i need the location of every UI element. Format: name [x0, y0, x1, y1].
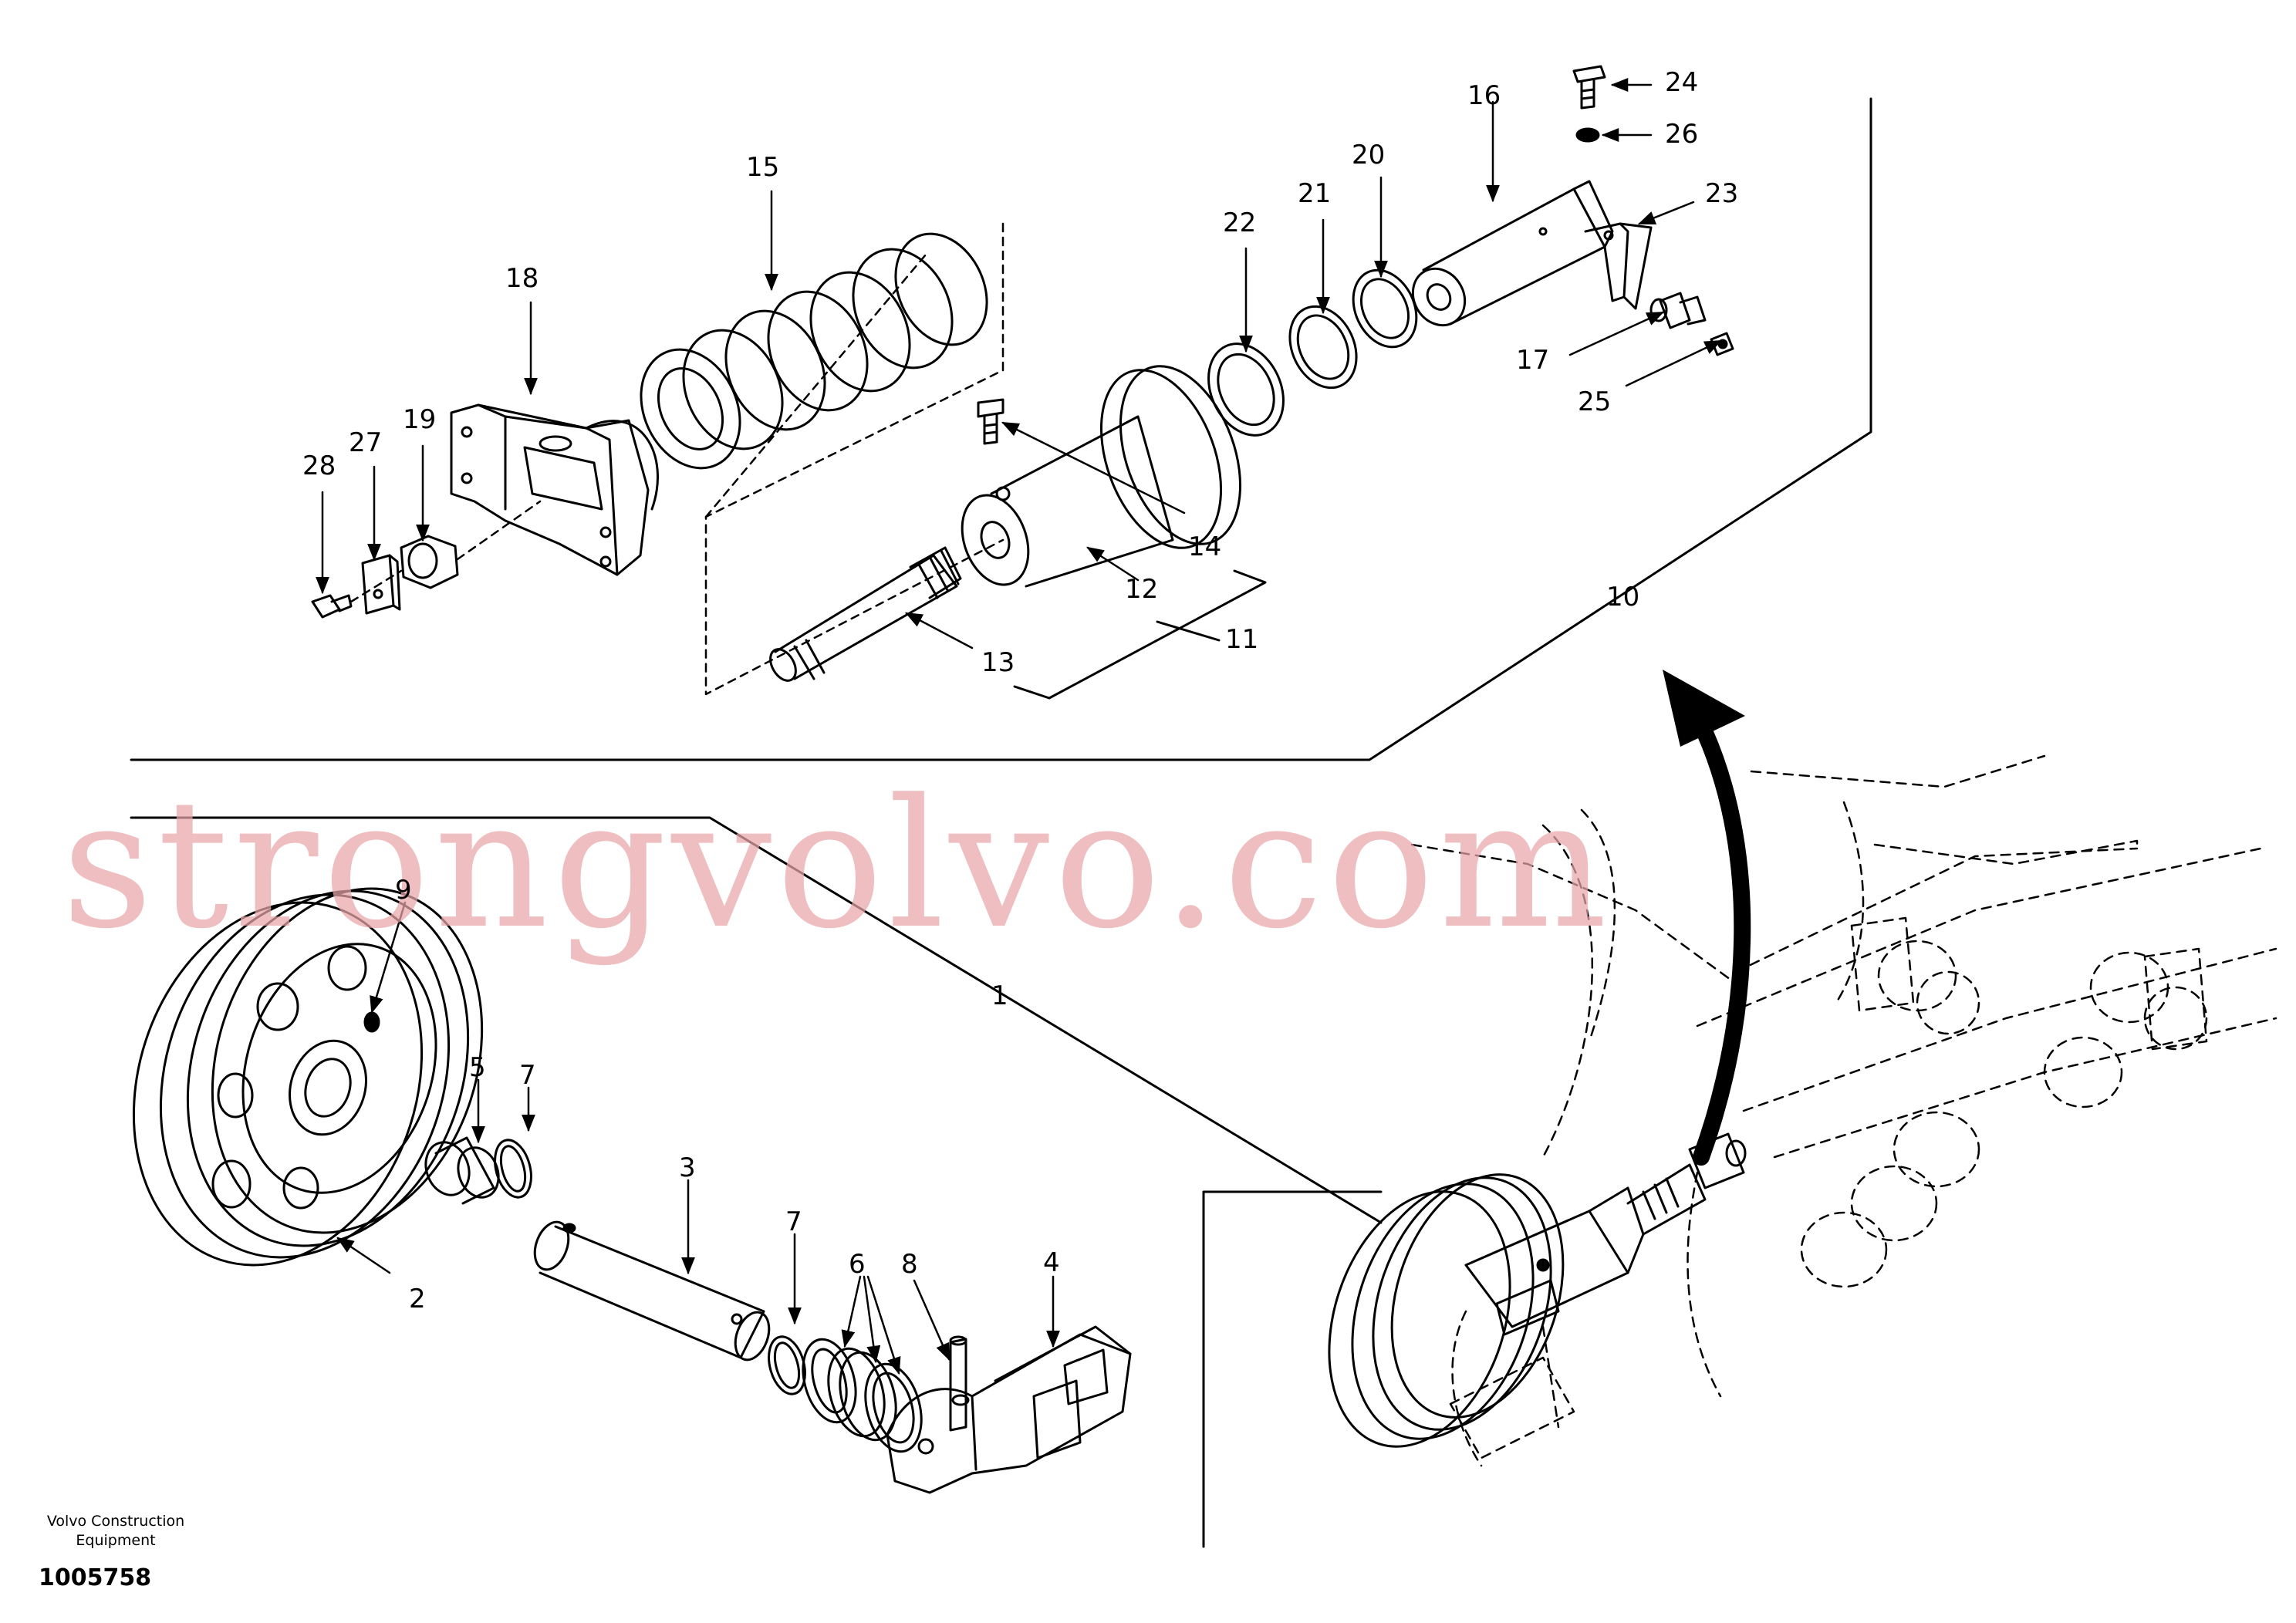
part-4-bearing-housing	[886, 1325, 1132, 1494]
part-17-grease-fitting	[1649, 292, 1707, 329]
part-26-washer	[1575, 127, 1600, 143]
part-8-pin	[949, 1335, 967, 1432]
callout-16: 16	[1467, 80, 1501, 111]
part-2-idler-wheel	[132, 887, 484, 1267]
assembled-idler-view	[1328, 1132, 1747, 1448]
part-16-grease-cylinder	[1411, 180, 1614, 327]
part-21-ring	[1288, 305, 1358, 390]
callout-labels: 1 2 3 4 5 6 7 7 8 9 10 11 12 13 14 15 16…	[302, 67, 1738, 1314]
callout-26: 26	[1665, 119, 1698, 150]
callout-1: 1	[991, 980, 1008, 1011]
track-frame-dashed	[1410, 754, 2277, 1467]
callout-12: 12	[1125, 574, 1158, 605]
part-15-recoil-spring	[640, 232, 988, 470]
callout-3: 3	[679, 1152, 696, 1183]
org-name: Volvo Construction Equipment	[39, 1512, 193, 1550]
callout-20: 20	[1352, 140, 1385, 170]
callout-14: 14	[1188, 531, 1221, 562]
callout-23: 23	[1705, 178, 1738, 209]
org-line-1: Volvo Construction	[46, 1513, 185, 1530]
group-bracket-11	[1013, 569, 1267, 700]
assembly-boundary-lines	[130, 97, 1872, 1548]
part-6-seal-set	[802, 1338, 923, 1453]
part-22-ring	[1207, 342, 1285, 437]
part-28-bolt	[311, 594, 353, 619]
part-14-bolt	[977, 398, 1004, 445]
callout-25: 25	[1578, 386, 1611, 417]
callout-2: 2	[409, 1284, 426, 1314]
callout-9: 9	[395, 875, 412, 906]
part-20-ring	[1352, 268, 1418, 349]
part-13-rod	[769, 546, 962, 682]
part-27-lock-plate	[361, 554, 401, 615]
callout-7-right: 7	[785, 1206, 802, 1237]
org-line-2: Equipment	[76, 1532, 156, 1549]
callout-5: 5	[469, 1052, 486, 1083]
callout-7-left: 7	[519, 1060, 536, 1091]
part-7-o-ring-left	[494, 1139, 532, 1199]
part-18-yoke	[450, 403, 659, 576]
callout-19: 19	[403, 404, 436, 435]
part-23-bracket	[1584, 222, 1653, 310]
callout-17: 17	[1516, 345, 1549, 376]
callout-4: 4	[1043, 1247, 1060, 1278]
footer-block: Volvo Construction Equipment 1005758	[39, 1512, 193, 1591]
part-24-bolt	[1572, 65, 1606, 110]
callout-24: 24	[1665, 67, 1698, 98]
callout-18: 18	[505, 263, 539, 294]
detail-pointer-arrow	[1663, 670, 1751, 1166]
part-12-cylinder	[961, 365, 1242, 588]
callout-28: 28	[302, 450, 336, 481]
callout-27: 27	[349, 427, 382, 458]
part-19-nut	[400, 535, 459, 589]
leader-lines	[316, 78, 1723, 1375]
callout-10: 10	[1606, 582, 1639, 612]
watermark-text: strongvolvo.com	[62, 762, 1612, 968]
callout-11: 11	[1225, 624, 1258, 655]
callout-15: 15	[746, 152, 779, 183]
drawing-number: 1005758	[39, 1564, 152, 1591]
callout-8: 8	[901, 1249, 918, 1280]
callout-21: 21	[1298, 178, 1331, 209]
callout-22: 22	[1223, 208, 1256, 238]
callout-13: 13	[981, 647, 1015, 678]
part-5-bushing	[424, 1136, 500, 1205]
assembly-dashed-lines	[349, 222, 1004, 696]
part-3-shaft	[533, 1220, 771, 1361]
callout-6: 6	[849, 1249, 866, 1280]
